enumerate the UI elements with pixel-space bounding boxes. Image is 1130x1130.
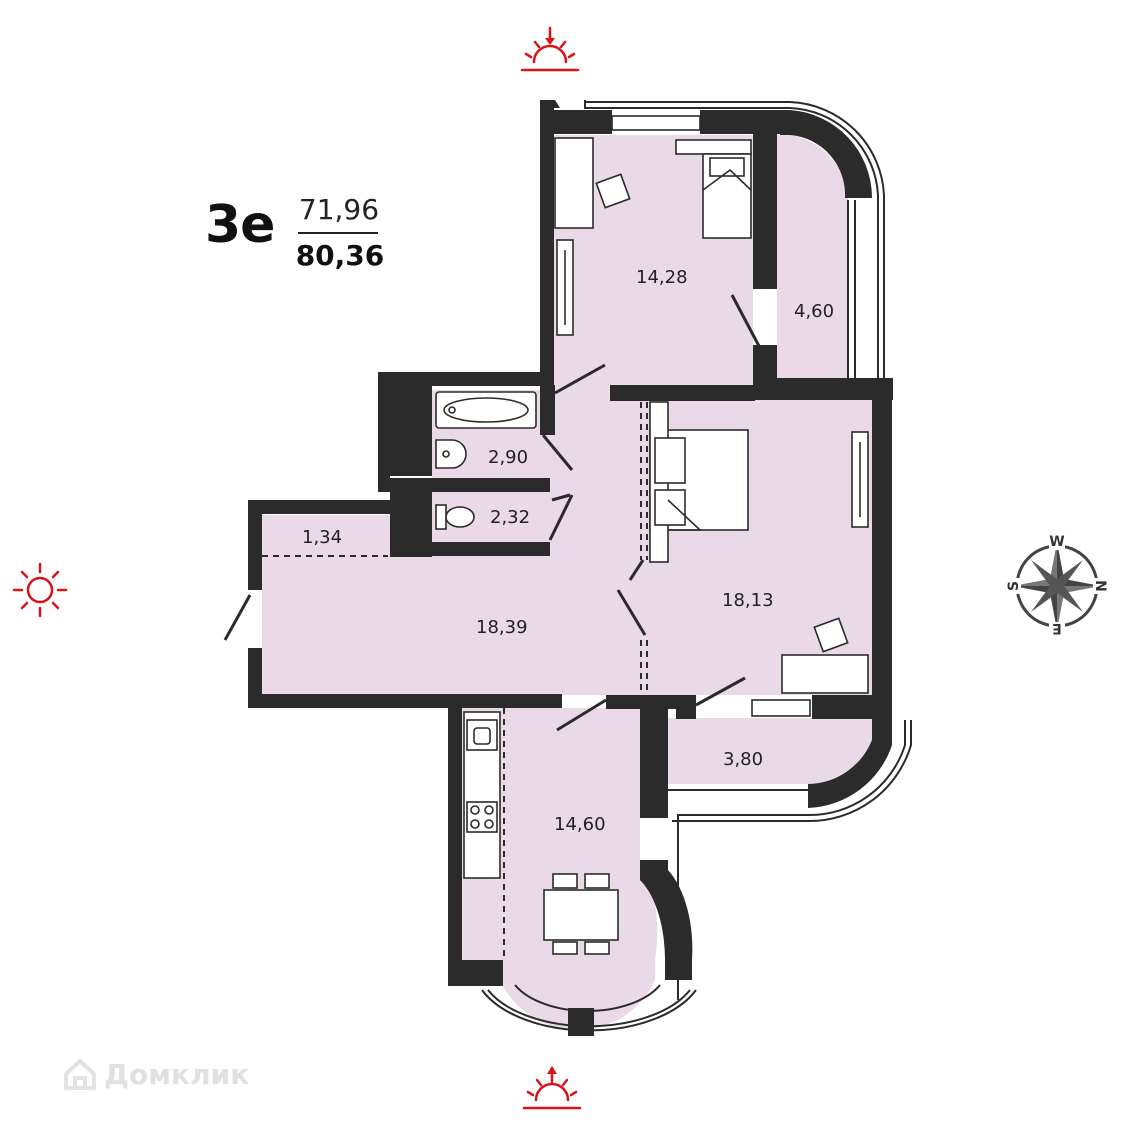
- area-balcony-top: 4,60: [794, 301, 834, 322]
- area-bathroom: 2,90: [488, 447, 528, 468]
- area-bedroom-large: 18,13: [722, 590, 774, 611]
- watermark-text: Домклик: [104, 1058, 250, 1091]
- compass-north-label: N: [1092, 580, 1108, 592]
- sunset-icon: [522, 1066, 582, 1110]
- walls: [248, 100, 893, 1036]
- compass-south-label: S: [1006, 581, 1022, 591]
- sunrise-icon: [520, 26, 580, 72]
- area-kitchen: 14,60: [554, 814, 606, 835]
- fraction-line: [298, 232, 378, 234]
- room-area-labels: 14,28 4,60 2,90 2,32 1,34 18,39 18,13 3,…: [302, 267, 834, 835]
- apartment-header: 3e 71,96 80,36: [205, 193, 395, 283]
- area-bedroom-small: 14,28: [636, 267, 688, 288]
- area-toilet: 2,32: [490, 507, 530, 528]
- apartment-type-label: 3e: [205, 195, 275, 255]
- area-balcony-right: 3,80: [723, 749, 763, 770]
- area-hallway: 18,39: [476, 617, 528, 638]
- area-storage: 1,34: [302, 527, 342, 548]
- compass-west-label: W: [1049, 534, 1064, 550]
- zone-dividers: [262, 402, 648, 960]
- domclick-logo-icon: [64, 1059, 96, 1090]
- sun-icon: [12, 562, 68, 618]
- doors: [223, 294, 762, 732]
- compass-east-label: E: [1052, 620, 1062, 636]
- living-area-value: 71,96: [298, 193, 380, 226]
- compass-rose-icon: W S N E: [1003, 532, 1111, 640]
- furniture: [435, 137, 869, 955]
- total-area-value: 80,36: [295, 239, 385, 272]
